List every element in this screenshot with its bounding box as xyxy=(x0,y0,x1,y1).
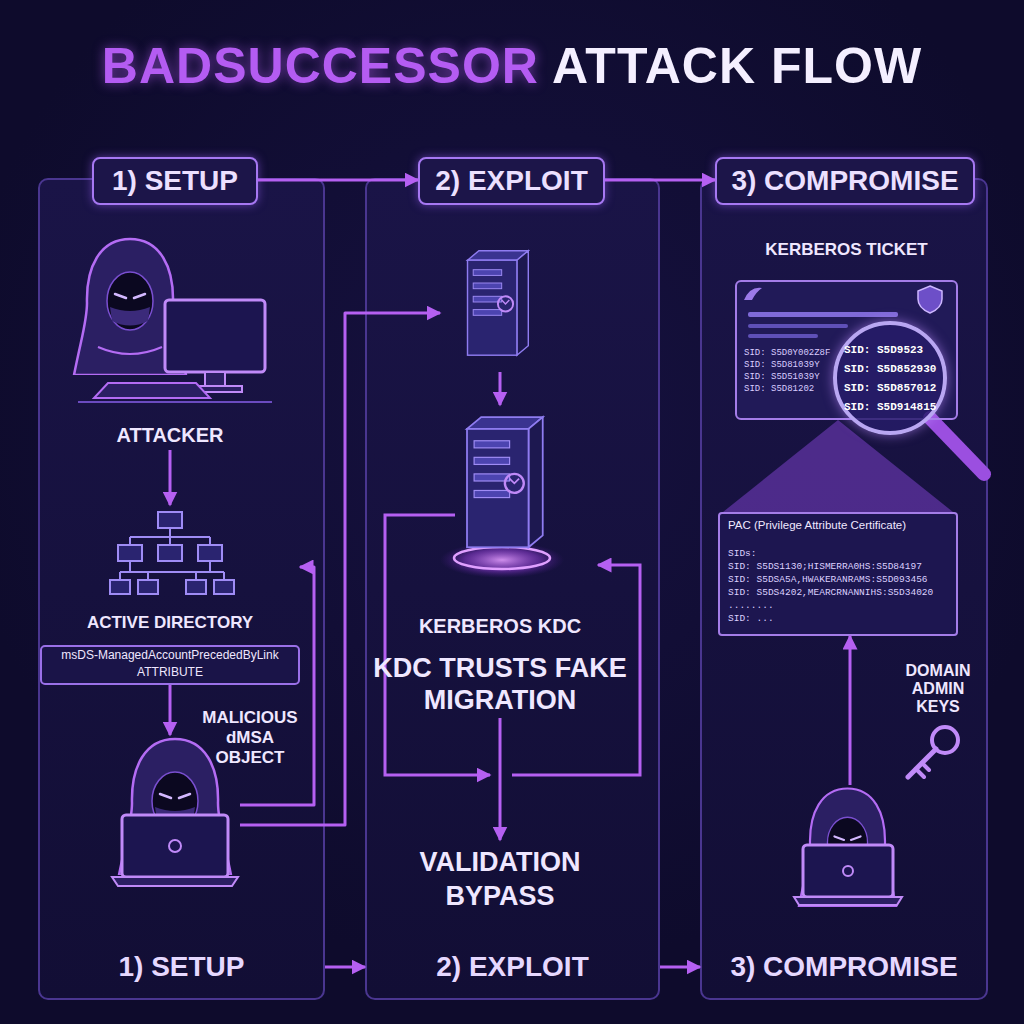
desk-line xyxy=(78,401,272,403)
ticket-bar xyxy=(748,324,848,328)
pac-heading: PAC (Privilege Attribute Certificate) xyxy=(728,518,906,532)
phase-header: 1) SETUP xyxy=(92,157,258,205)
ticket-heading: KERBEROS TICKET xyxy=(735,240,958,260)
sid-entry: SID: S5D51039Y xyxy=(744,372,844,383)
laptop-logo xyxy=(843,866,853,876)
kdc-glow-ring xyxy=(454,547,550,569)
figure-node: ACTIVE DIRECTORY msDS-ManagedAccountPrece… xyxy=(40,505,300,685)
tree-box xyxy=(186,580,206,594)
sid-entry: SID: S5D857012 xyxy=(844,382,939,395)
flow-arrow xyxy=(660,966,700,969)
keyboard xyxy=(94,383,210,398)
tree-box xyxy=(110,580,130,594)
sid-entry: SID: S5D81039Y xyxy=(744,360,844,371)
sid-entry: SID: S5D914815 xyxy=(844,401,939,414)
pac-box: PAC (Privilege Attribute Certificate) SID… xyxy=(718,512,958,636)
tree-box xyxy=(138,580,158,594)
tree-box xyxy=(158,545,182,561)
sid-entry: SID: ... xyxy=(728,613,774,624)
step-caption: KDC TRUSTS FAKE MIGRATION xyxy=(370,652,630,716)
phase-header: 3) COMPROMISE xyxy=(715,157,975,205)
laptop-logo xyxy=(169,840,181,852)
figure-node: VALIDATION BYPASS xyxy=(395,840,605,920)
flow-arrow xyxy=(325,966,365,969)
figure-node: DOMAIN ADMIN KEYS xyxy=(790,785,905,907)
step-caption: VALIDATION BYPASS xyxy=(370,845,630,913)
diagram-title: BADSUCCESSOR ATTACK FLOW xyxy=(0,36,1024,96)
kdc-server-icon xyxy=(467,417,543,547)
tree-box xyxy=(198,545,222,561)
sid-entry: SIDs: xyxy=(728,548,757,559)
ticket-bar xyxy=(748,334,818,338)
tree-box xyxy=(158,512,182,528)
figure-node: MALICIOUS dMSA OBJECT xyxy=(110,735,240,890)
attribute-box: msDS-ManagedAccountPrecededByLink ATTRIB… xyxy=(40,645,300,685)
laptop-base xyxy=(112,877,238,886)
result-label: DOMAIN ADMIN KEYS xyxy=(897,662,979,716)
laptop-lid xyxy=(803,845,893,897)
sid-entry: SID: S5DS4202,MEARCRNANNIHS:S5D34020 xyxy=(728,587,933,598)
tree-box xyxy=(118,545,142,561)
phase-title: 2) EXPLOIT xyxy=(420,159,603,203)
sid-entry: SID: S5DSA5A,HWAKERANRAMS:S5D093456 xyxy=(728,574,928,585)
ticket-logo xyxy=(744,288,762,300)
ticket-shield xyxy=(918,286,942,313)
attribute-name: msDS-ManagedAccountPrecededByLink ATTRIB… xyxy=(42,647,298,681)
phase-column: 3) COMPROMISE3) COMPROMISEKERBEROS TICKE… xyxy=(700,178,988,1000)
server-icon xyxy=(468,251,529,356)
phase-column: 2) EXPLOIT2) EXPLOITKERBEROS KDCKDC TRUS… xyxy=(365,178,660,1000)
phase-label: 3) COMPROMISE xyxy=(700,950,988,984)
title-rest: ATTACK FLOW xyxy=(539,38,922,94)
phase-header: 2) EXPLOIT xyxy=(418,157,605,205)
sid-entry: SID: S5D852930 xyxy=(844,363,939,376)
server-label: KERBEROS KDC xyxy=(410,614,590,638)
magnifier-circle: SID: S5D9523SID: S5D852930SID: S5D857012… xyxy=(833,321,947,435)
tree-box xyxy=(214,580,234,594)
figure-node: KERBEROS KDCKDC TRUSTS FAKE MIGRATION xyxy=(440,240,590,718)
phase-title: 3) COMPROMISE xyxy=(717,159,973,203)
sid-entry: SID: S5D81202 xyxy=(744,384,844,395)
monitor-stand xyxy=(205,372,225,386)
actor-label: ATTACKER xyxy=(60,423,280,447)
ticket-bar xyxy=(748,312,898,317)
phase-title: 1) SETUP xyxy=(94,159,256,203)
laptop-base xyxy=(794,897,902,905)
phase-label: 2) EXPLOIT xyxy=(365,950,660,984)
object-label: MALICIOUS dMSA OBJECT xyxy=(198,708,302,768)
sid-entry: SID: S5D9523 xyxy=(844,344,939,357)
phase-label: 1) SETUP xyxy=(38,950,325,984)
monitor xyxy=(165,300,265,372)
title-accent: BADSUCCESSOR xyxy=(102,38,539,94)
figure-node: ATTACKER xyxy=(60,230,280,450)
laptop-lid xyxy=(122,815,228,877)
sid-entry: SID: S5DS1130;HISMERRA0HS:S5D84197 xyxy=(728,561,922,572)
sid-entry: ........ xyxy=(728,600,774,611)
flow-arrow xyxy=(499,372,502,405)
component-label: ACTIVE DIRECTORY xyxy=(40,613,300,633)
sid-entry: SID: S5D0Y002Z8F xyxy=(744,348,844,359)
phase-column: 1) SETUP1) SETUPATTACKERACTIVE DIRECTORY… xyxy=(38,178,325,1000)
